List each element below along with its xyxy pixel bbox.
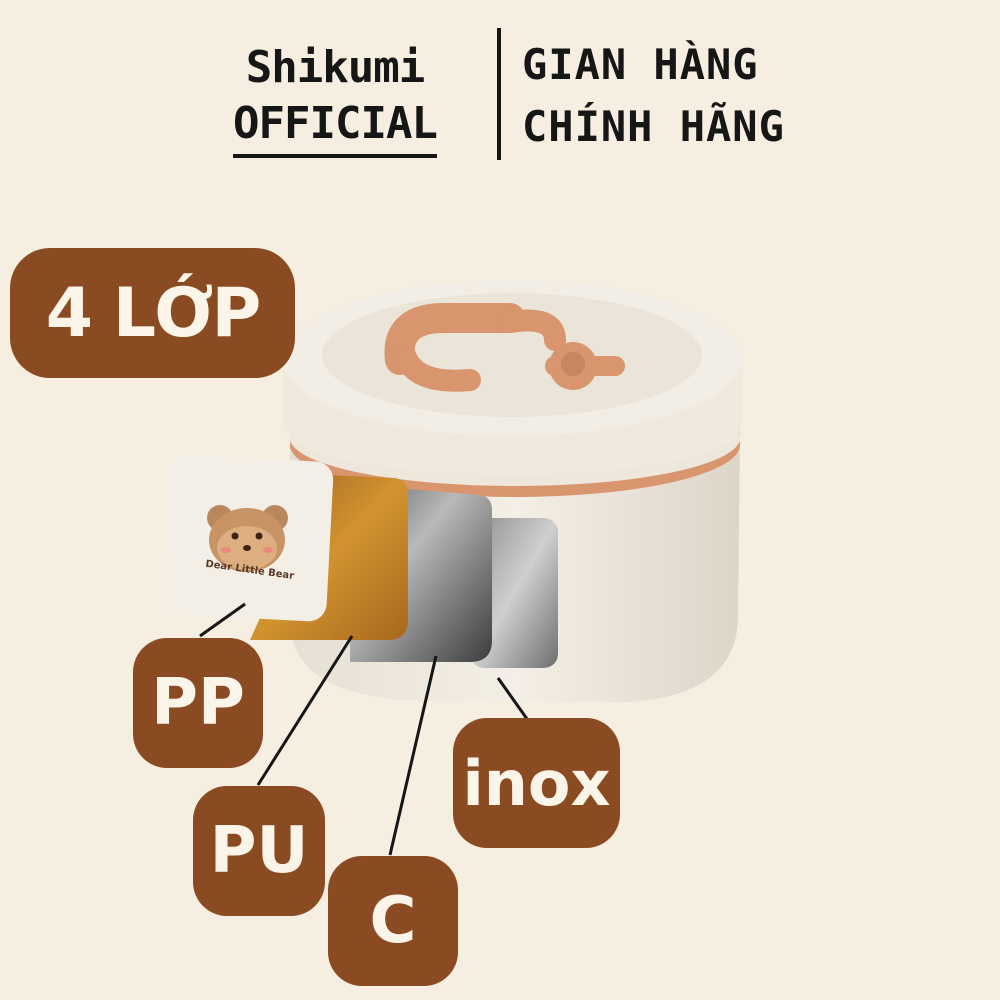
- slogan-line-2: CHÍNH HÃNG: [522, 102, 785, 151]
- slogan: GIAN HÀNG CHÍNH HÃNG: [522, 34, 785, 158]
- brand-official: OFFICIAL: [233, 96, 438, 158]
- badge-pu: PU: [193, 786, 325, 916]
- layers-badge: 4 LỚP: [10, 248, 295, 378]
- badge-pp: PP: [133, 638, 263, 768]
- container-lid: [282, 280, 742, 476]
- badge-inox: inox: [453, 718, 620, 848]
- slogan-line-1: GIAN HÀNG: [522, 40, 759, 89]
- brand-name: Shikumi: [245, 42, 425, 93]
- pointer-pu: [256, 635, 354, 786]
- pointer-pp: [199, 602, 246, 638]
- brand-logo: Shikumi OFFICIAL: [205, 40, 465, 158]
- badge-c: C: [328, 856, 458, 986]
- bear-logo: [207, 505, 288, 572]
- pointer-c: [388, 655, 438, 856]
- header-divider: [497, 28, 501, 160]
